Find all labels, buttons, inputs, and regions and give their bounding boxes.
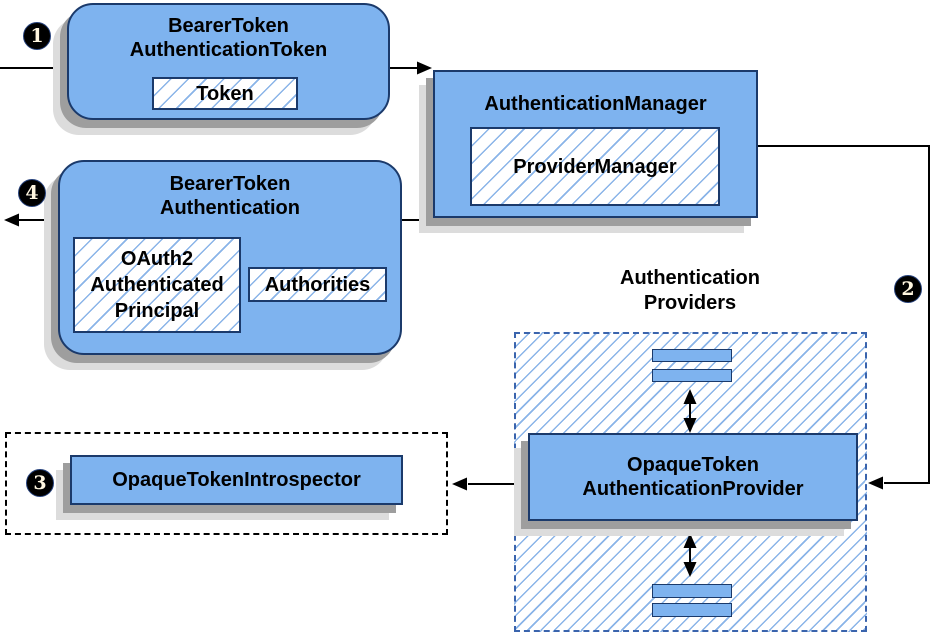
token-label: Token: [196, 82, 254, 105]
opaque-token-introspector-title: OpaqueTokenIntrospector: [112, 469, 361, 491]
bearer-token-authentication-title: BearerToken Authentication: [160, 173, 300, 219]
bearer-token-authentication-box: BearerToken Authentication OAuth2 Authen…: [58, 160, 402, 355]
top-link-down-arrowhead: [683, 418, 697, 433]
provider-placeholder-bottom-bar-2: [652, 603, 732, 617]
opaque-token-authentication-provider-title: OpaqueToken AuthenticationProvider: [582, 454, 804, 500]
authentication-manager-box: AuthenticationManager ProviderManager: [433, 70, 758, 218]
provider-to-introspector-arrowhead: [452, 477, 467, 491]
bearer-token-authentication-token-box: BearerToken AuthenticationToken Token: [67, 3, 390, 120]
opaque-token-introspector-box: OpaqueTokenIntrospector: [70, 455, 403, 505]
step-2-badge: 2: [894, 275, 922, 303]
authentication-return-arrowhead: [4, 213, 19, 227]
authentication-manager-title: AuthenticationManager: [484, 93, 707, 115]
authorities-box: Authorities: [248, 267, 387, 302]
provider-manager-inner-box: ProviderManager: [470, 127, 720, 206]
provider-placeholder-top-bar-1: [652, 349, 732, 362]
provider-placeholder-bottom-bar-1: [652, 584, 732, 598]
authorities-label: Authorities: [264, 273, 371, 296]
provider-manager-label: ProviderManager: [513, 155, 677, 178]
manager-to-provider-line: [758, 145, 930, 484]
step-1-badge: 1: [23, 22, 51, 50]
bearer-token-authentication-token-title: BearerToken AuthenticationToken: [129, 15, 328, 61]
opaque-token-introspector-frame: OpaqueTokenIntrospector: [5, 432, 448, 535]
bottom-link-up-arrowhead: [683, 533, 697, 548]
oauth2-authenticated-principal-box: OAuth2 Authenticated Principal: [73, 237, 241, 333]
bottom-link-down-arrowhead: [683, 562, 697, 577]
token-inner-box: Token: [152, 77, 298, 110]
top-link-up-arrowhead: [683, 389, 697, 404]
token-to-manager-arrowhead: [417, 61, 432, 75]
provider-placeholder-top-bar-2: [652, 369, 732, 382]
manager-to-provider-arrowhead: [868, 476, 883, 490]
oauth2-authenticated-principal-label: OAuth2 Authenticated Principal: [90, 248, 224, 322]
authentication-providers-label: Authentication Providers: [620, 267, 760, 314]
step-4-badge: 4: [18, 179, 46, 207]
step-3-badge: 3: [26, 469, 54, 497]
opaque-token-authentication-provider-box: OpaqueToken AuthenticationProvider: [528, 433, 858, 521]
